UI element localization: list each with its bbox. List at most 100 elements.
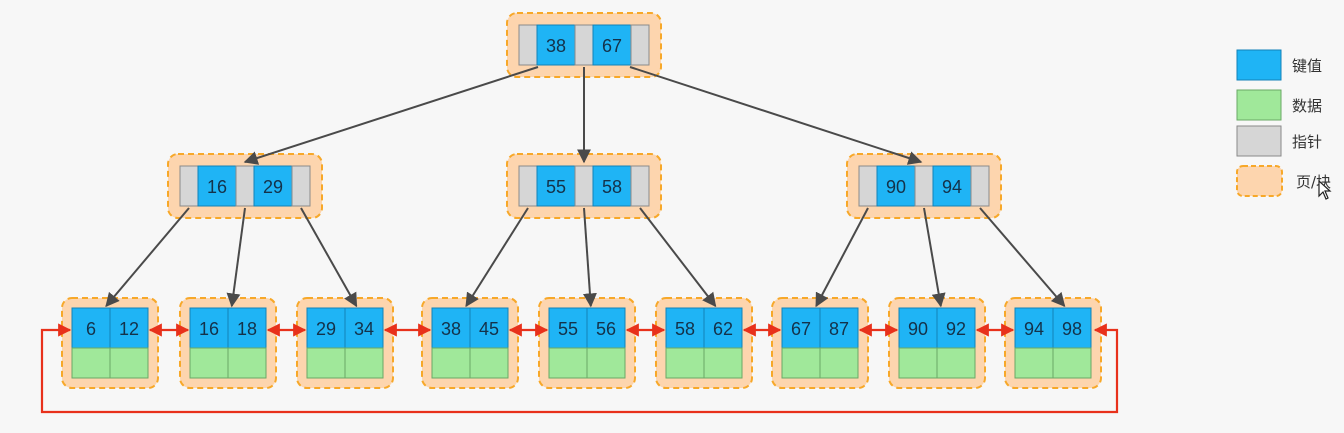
key-value: 16 xyxy=(207,177,227,197)
pointer-arrow xyxy=(639,207,717,308)
key-value: 6 xyxy=(86,319,96,339)
pointer-arrow xyxy=(629,66,923,165)
legend-label: 数据 xyxy=(1292,97,1322,115)
data-cell xyxy=(227,347,267,379)
pointer-cell xyxy=(630,24,650,66)
data-cell xyxy=(344,347,384,379)
key-value: 38 xyxy=(441,319,461,339)
key-value: 92 xyxy=(946,319,966,339)
pointer-arrow xyxy=(815,207,869,308)
legend-item-page: 页/块 xyxy=(1236,165,1331,197)
pointer-arrow xyxy=(979,207,1066,308)
key-value: 67 xyxy=(602,36,622,56)
key-swatch xyxy=(1236,49,1282,81)
key-cell xyxy=(932,165,972,207)
pointer-arrow xyxy=(300,207,358,308)
key-value: 38 xyxy=(546,36,566,56)
pointer-arrow xyxy=(243,66,539,165)
pointer-arrow xyxy=(582,207,597,308)
leaf-node: 6 12 xyxy=(61,297,159,389)
pointer-cell xyxy=(914,165,934,207)
key-cell xyxy=(253,165,293,207)
legend-label: 指针 xyxy=(1292,133,1322,151)
page-swatch xyxy=(1236,165,1283,197)
internal-node: 90 94 xyxy=(846,153,1002,219)
leaf-node: 90 92 xyxy=(888,297,986,389)
key-cell xyxy=(197,165,237,207)
key-cell xyxy=(592,165,632,207)
data-swatch xyxy=(1236,89,1282,121)
data-cell xyxy=(71,347,111,379)
data-cell xyxy=(703,347,743,379)
key-value: 87 xyxy=(829,319,849,339)
data-cell xyxy=(781,347,821,379)
pointer-cell xyxy=(970,165,990,207)
pointer-cell xyxy=(574,24,594,66)
data-cell xyxy=(936,347,976,379)
leaf-node: 55 56 xyxy=(538,297,636,389)
pointer-cell xyxy=(291,165,311,207)
pointer-arrow xyxy=(226,207,246,308)
leaf-node: 29 34 xyxy=(296,297,394,389)
key-value: 34 xyxy=(354,319,374,339)
key-value: 90 xyxy=(908,319,928,339)
key-cell xyxy=(536,24,576,66)
data-cell xyxy=(898,347,938,379)
key-value: 94 xyxy=(1024,319,1044,339)
key-value: 98 xyxy=(1062,319,1082,339)
pointer-cell xyxy=(518,165,538,207)
leaf-node: 58 62 xyxy=(655,297,753,389)
leaf-node: 94 98 xyxy=(1004,297,1102,389)
key-value: 56 xyxy=(596,319,616,339)
key-cell xyxy=(592,24,632,66)
leaf-loop-link xyxy=(40,323,1119,414)
pointer-cell xyxy=(858,165,878,207)
root-node: 38 67 xyxy=(506,12,662,78)
key-value: 94 xyxy=(942,177,962,197)
key-value: 55 xyxy=(558,319,578,339)
pointer-cell xyxy=(179,165,199,207)
data-cell xyxy=(1052,347,1092,379)
key-value: 67 xyxy=(791,319,811,339)
data-cell xyxy=(586,347,626,379)
data-cell xyxy=(189,347,229,379)
key-value: 90 xyxy=(886,177,906,197)
leaf-node: 38 45 xyxy=(421,297,519,389)
data-cell xyxy=(306,347,346,379)
pointer-arrow xyxy=(465,207,529,308)
key-cell xyxy=(876,165,916,207)
data-cell xyxy=(665,347,705,379)
key-value: 62 xyxy=(713,319,733,339)
key-value: 29 xyxy=(263,177,283,197)
data-cell xyxy=(109,347,149,379)
key-value: 58 xyxy=(602,177,622,197)
data-cell xyxy=(469,347,509,379)
key-value: 55 xyxy=(546,177,566,197)
legend-label: 键值 xyxy=(1292,57,1322,75)
key-value: 16 xyxy=(199,319,219,339)
mouse-cursor-icon xyxy=(1318,179,1332,200)
key-cell xyxy=(536,165,576,207)
pointer-arrow xyxy=(923,207,946,308)
data-cell xyxy=(1014,347,1054,379)
data-cell xyxy=(548,347,588,379)
key-value: 45 xyxy=(479,319,499,339)
legend-item-pointer: 指针 xyxy=(1236,125,1322,157)
pointer-cell xyxy=(574,165,594,207)
pointer-cell xyxy=(235,165,255,207)
key-value: 12 xyxy=(119,319,139,339)
legend-item-key: 键值 xyxy=(1236,49,1322,81)
pointer-arrow xyxy=(105,207,190,308)
internal-node: 55 58 xyxy=(506,153,662,219)
key-value: 18 xyxy=(237,319,257,339)
legend-item-data: 数据 xyxy=(1236,89,1322,121)
data-cell xyxy=(431,347,471,379)
data-cell xyxy=(819,347,859,379)
leaf-node: 67 87 xyxy=(771,297,869,389)
key-value: 29 xyxy=(316,319,336,339)
key-value: 58 xyxy=(675,319,695,339)
pointer-cell xyxy=(630,165,650,207)
